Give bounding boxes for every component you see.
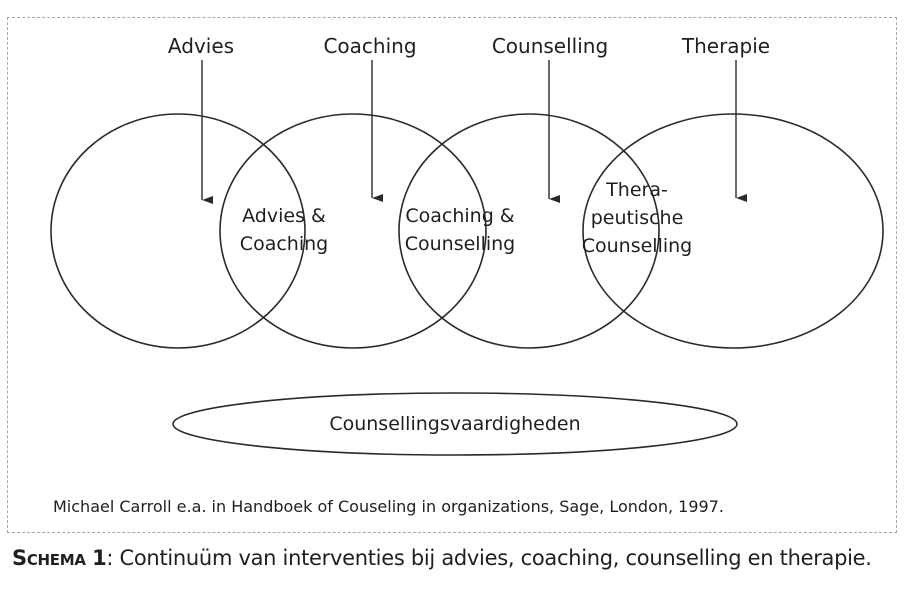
overlap-advies-coaching-line1: Advies & (242, 205, 326, 227)
figure-caption: Schema 1: Continuüm van interventies bij… (12, 546, 872, 570)
source-citation: Michael Carroll e.a. in Handboek of Cous… (53, 497, 724, 516)
ellipse-counsellingsvaardigheden (172, 392, 738, 456)
label-counsellingsvaardigheden: Counsellingsvaardigheden (329, 413, 580, 435)
overlap-therapeutische-line1: Thera- (605, 179, 668, 201)
ellipse-counselling (398, 113, 660, 349)
overlap-advies-coaching-line2: Coaching (240, 233, 328, 255)
label-coaching: Coaching (323, 34, 416, 58)
label-counselling: Counselling (492, 34, 608, 58)
caption-text: : Continuüm van interventies bij advies,… (106, 546, 872, 570)
overlap-coaching-counselling-line1: Coaching & (405, 205, 514, 227)
label-advies: Advies (168, 34, 234, 58)
ellipse-therapie (582, 113, 884, 349)
overlap-therapeutische-line3: Counselling (582, 235, 693, 257)
ellipse-coaching (219, 113, 487, 349)
caption-number: 1 (92, 546, 107, 570)
caption-label: Schema (12, 546, 86, 570)
overlap-coaching-counselling-line2: Counselling (405, 233, 516, 255)
ellipse-advies (50, 113, 306, 349)
diagram-frame (7, 17, 897, 533)
overlap-therapeutische-line2: peutische (591, 207, 684, 229)
label-therapie: Therapie (681, 34, 770, 58)
